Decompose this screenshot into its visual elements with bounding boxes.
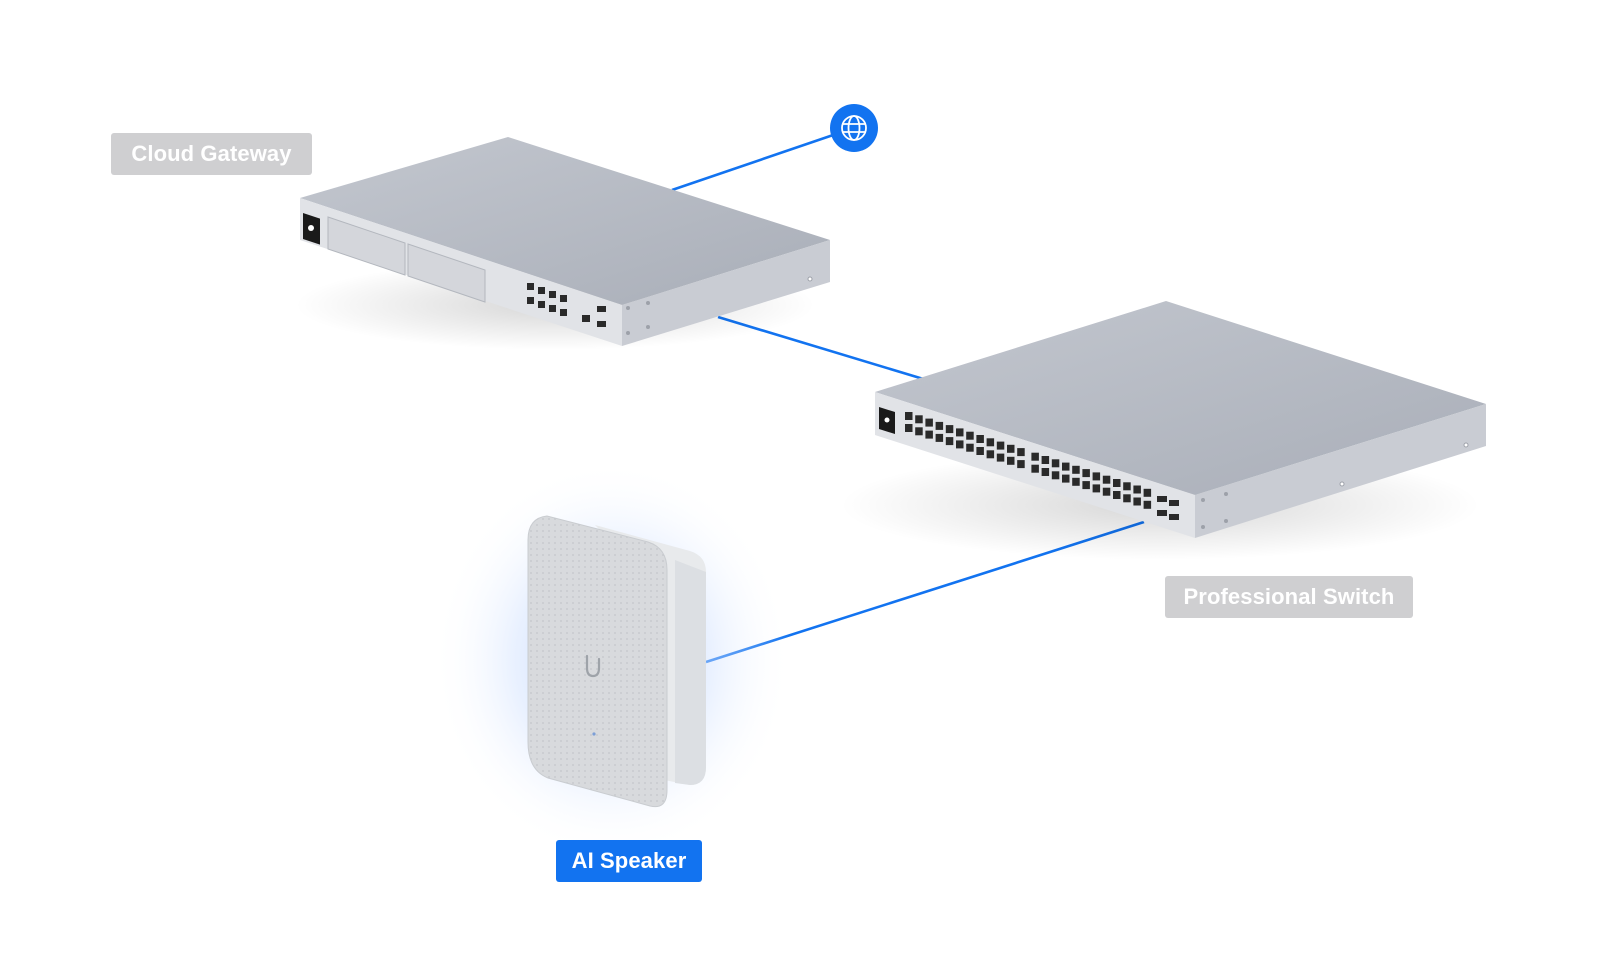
gateway-ports — [527, 283, 606, 327]
switch-port — [1082, 481, 1090, 490]
switch-port — [935, 433, 944, 442]
switch-port — [1051, 459, 1060, 468]
switch-port — [1092, 484, 1101, 493]
switch-sfp-ports — [1157, 496, 1179, 520]
switch-port — [1031, 464, 1039, 473]
switch-port — [1113, 479, 1121, 487]
switch-port — [1031, 452, 1039, 461]
switch-port — [1143, 488, 1152, 497]
professional-switch-device — [840, 301, 1486, 560]
switch-port — [996, 441, 1005, 450]
switch-port — [956, 428, 964, 437]
switch-port — [1072, 465, 1080, 474]
switch-port — [1062, 474, 1070, 483]
status-led — [592, 732, 596, 736]
switch-port — [976, 447, 984, 455]
switch-port — [1113, 491, 1121, 499]
switch-port — [1007, 456, 1015, 465]
globe-icon — [841, 115, 867, 141]
switch-port — [1017, 460, 1025, 469]
switch-port — [1051, 471, 1060, 480]
switch-port — [1123, 494, 1131, 503]
switch-port — [996, 453, 1005, 462]
switch-port — [956, 440, 964, 449]
switch-port — [1041, 468, 1050, 476]
switch-port — [925, 418, 933, 427]
switch-port — [986, 438, 995, 447]
switch-port — [1082, 469, 1090, 478]
switch-port — [1062, 462, 1070, 471]
switch-port — [945, 425, 954, 434]
switch-port — [1123, 482, 1131, 491]
professional-switch-label: Professional Switch — [1165, 576, 1413, 618]
internet-node — [830, 104, 878, 152]
switch-port — [966, 443, 974, 452]
switch-port — [915, 427, 923, 436]
ai-speaker-device — [432, 460, 792, 860]
switch-port — [1102, 487, 1111, 496]
switch-port — [1072, 477, 1080, 486]
switch-port-grid — [905, 412, 1152, 509]
switch-port — [1133, 485, 1141, 494]
ubiquiti-u-logo — [585, 654, 601, 678]
switch-port — [1102, 475, 1111, 484]
switch-port — [905, 412, 913, 420]
switch-port — [1017, 448, 1025, 457]
switch-port — [986, 450, 995, 459]
cloud-gateway-device — [295, 137, 830, 350]
switch-port — [1143, 500, 1152, 509]
switch-port — [925, 430, 933, 439]
switch-port — [915, 415, 923, 424]
switch-port — [1007, 444, 1015, 453]
switch-port — [905, 424, 913, 432]
switch-port — [966, 431, 974, 440]
ai-speaker-label: AI Speaker — [556, 840, 702, 882]
switch-port — [935, 421, 944, 430]
link-gateway-internet — [671, 130, 843, 192]
switch-port — [945, 437, 954, 446]
switch-port — [976, 435, 984, 443]
switch-port — [1133, 497, 1141, 506]
switch-port — [1092, 472, 1101, 481]
cloud-gateway-label: Cloud Gateway — [111, 133, 312, 175]
switch-port — [1041, 456, 1050, 464]
